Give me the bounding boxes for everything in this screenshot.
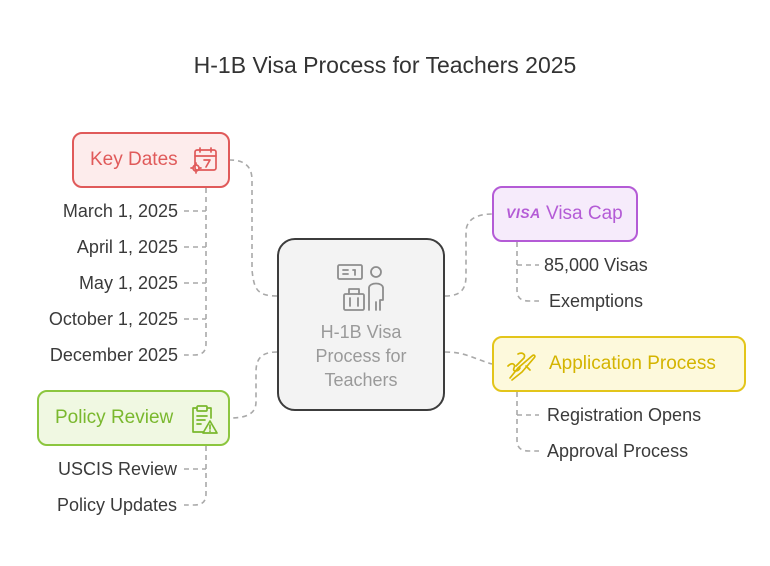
visa-cap-label: Visa Cap bbox=[546, 203, 623, 224]
key-dates-node: Key Dates bbox=[72, 132, 230, 188]
application-item-1: Registration Opens bbox=[547, 405, 702, 425]
signing-hand-icon bbox=[507, 352, 536, 381]
connector-key-dates bbox=[229, 159, 278, 297]
policy-review-label: Policy Review bbox=[55, 407, 174, 428]
key-date-item-1: March 1, 2025 bbox=[62, 201, 178, 221]
central-topic-line-1: H-1B Visa bbox=[320, 322, 402, 342]
key-dates-label: Key Dates bbox=[90, 149, 178, 170]
central-topic-label: H-1B Visa Process for Teachers bbox=[279, 320, 443, 392]
clipboard-warning-icon bbox=[192, 405, 218, 434]
policy-review-node: Policy Review bbox=[37, 390, 230, 446]
connector-policy-review bbox=[229, 351, 278, 419]
key-date-item-5: December 2025 bbox=[49, 345, 178, 365]
visa-card-icon: VISA bbox=[506, 205, 541, 221]
calendar-gear-icon bbox=[190, 147, 217, 174]
connector-application-spine bbox=[516, 392, 539, 452]
central-topic-line-2: Process for bbox=[315, 346, 407, 366]
key-date-item-3: May 1, 2025 bbox=[78, 273, 178, 293]
central-topic-line-3: Teachers bbox=[324, 370, 398, 390]
connector-visa-cap bbox=[444, 213, 493, 297]
connector-application bbox=[444, 351, 493, 365]
connector-policy-spine bbox=[184, 446, 207, 506]
visa-item-1: 85,000 Visas bbox=[544, 255, 648, 275]
visa-item-2: Exemptions bbox=[549, 291, 644, 311]
connector-key-dates-spine bbox=[184, 188, 207, 356]
policy-item-2: Policy Updates bbox=[56, 495, 177, 515]
central-topic-node: H-1B Visa Process for Teachers bbox=[277, 238, 445, 411]
visa-cap-node: VISA Visa Cap bbox=[492, 186, 638, 242]
application-process-node: Application Process bbox=[492, 336, 746, 392]
application-process-label: Application Process bbox=[549, 353, 716, 374]
diagram-title: H-1B Visa Process for Teachers 2025 bbox=[193, 52, 577, 78]
application-item-2: Approval Process bbox=[547, 441, 689, 461]
key-date-item-4: October 1, 2025 bbox=[48, 309, 178, 329]
key-date-item-2: April 1, 2025 bbox=[76, 237, 178, 257]
connector-visa-spine bbox=[516, 242, 539, 302]
policy-item-1: USCIS Review bbox=[57, 459, 177, 479]
teacher-presentation-icon bbox=[337, 264, 384, 311]
